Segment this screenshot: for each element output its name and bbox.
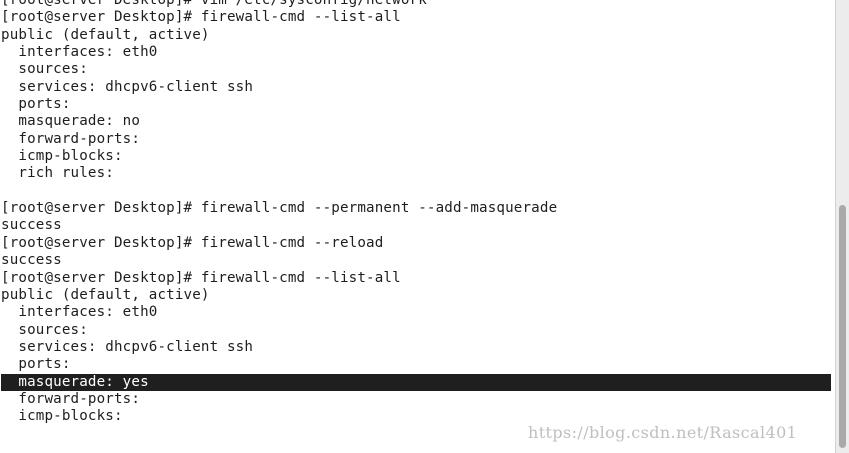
- terminal-line: [root@server Desktop]# firewall-cmd --pe…: [1, 200, 558, 217]
- terminal-line: interfaces: eth0: [1, 304, 158, 321]
- terminal-line: [1, 183, 835, 200]
- terminal-line: public (default, active): [1, 26, 210, 43]
- terminal-line: forward-ports:: [1, 130, 141, 147]
- terminal-output: [root@server Desktop]# vim /etc/sysconfi…: [1, 0, 835, 426]
- terminal-line: public (default, active): [1, 286, 210, 303]
- terminal-line: sources:: [1, 61, 88, 78]
- terminal-line: [root@server Desktop]# firewall-cmd --li…: [1, 269, 401, 286]
- terminal-line: [root@server Desktop]# vim /etc/sysconfi…: [1, 0, 427, 8]
- terminal-line: services: dhcpv6-client ssh: [1, 338, 254, 355]
- terminal-line: ports:: [1, 96, 71, 113]
- terminal-line: success: [1, 252, 62, 269]
- terminal-line: icmp-blocks:: [1, 408, 123, 425]
- terminal-line: success: [1, 217, 62, 234]
- terminal-line: interfaces: eth0: [1, 44, 158, 61]
- terminal-line-selected: masquerade: yes: [1, 373, 831, 391]
- terminal-line: ports:: [1, 356, 71, 373]
- watermark-text: https://blog.csdn.net/Rascal401: [528, 423, 798, 442]
- terminal-line: [root@server Desktop]# firewall-cmd --re…: [1, 234, 384, 251]
- terminal-line: sources:: [1, 321, 88, 338]
- scrollbar-thumb[interactable]: [839, 205, 846, 448]
- terminal-line: rich rules:: [1, 165, 114, 182]
- terminal-line: icmp-blocks:: [1, 148, 123, 165]
- terminal-line: masquerade: no: [1, 113, 141, 130]
- terminal-line: services: dhcpv6-client ssh: [1, 78, 254, 95]
- terminal-line: [root@server Desktop]# firewall-cmd --li…: [1, 9, 401, 26]
- vertical-scrollbar[interactable]: [835, 0, 849, 453]
- terminal-line: forward-ports:: [1, 390, 141, 407]
